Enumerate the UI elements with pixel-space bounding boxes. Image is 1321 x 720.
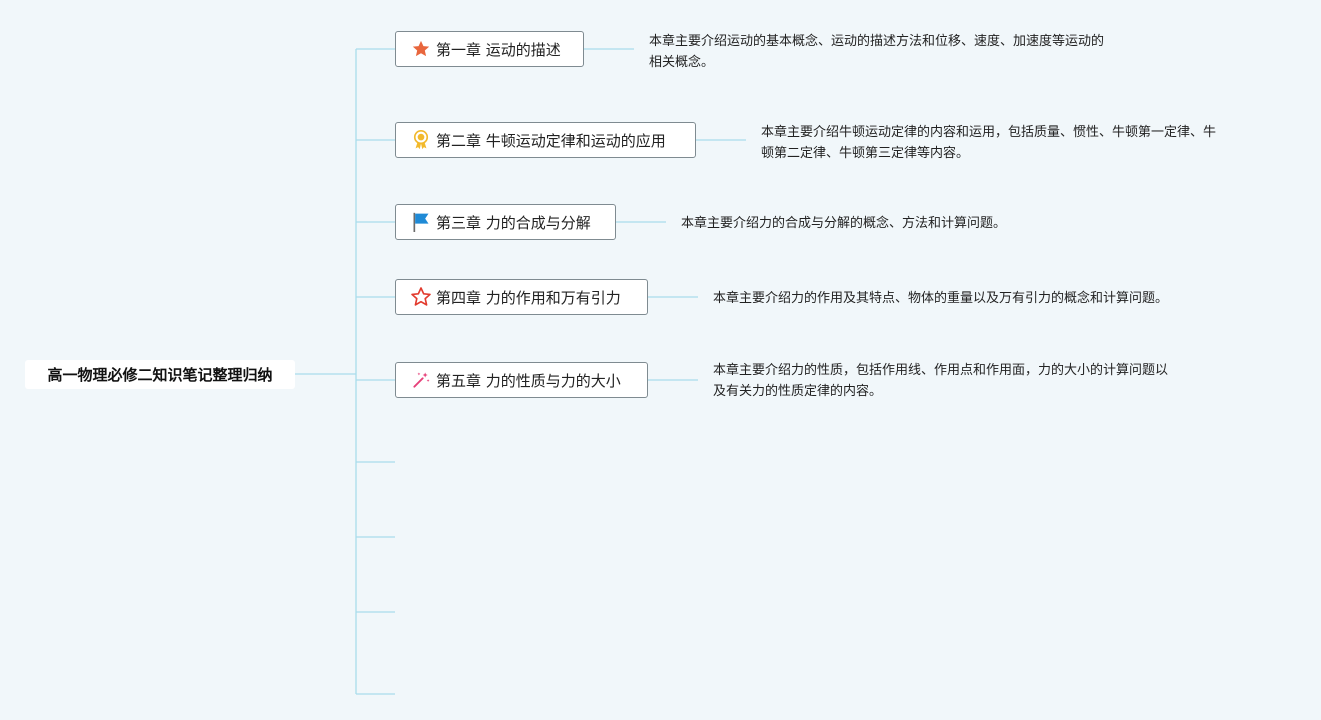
chapter-5-desc-line-1: 本章主要介绍力的性质，包括作用线、作用点和作用面，力的大小的计算问题以 — [713, 363, 1169, 378]
chapter-1-desc-line-1: 本章主要介绍运动的基本概念、运动的描述方法和位移、速度、加速度等运动的 — [649, 34, 1105, 49]
magic-wand-icon — [410, 369, 432, 391]
root-topic[interactable]: 高一物理必修二知识笔记整理归纳 — [25, 360, 295, 389]
medal-icon — [410, 129, 432, 151]
chapter-1-node[interactable]: 第一章 运动的描述 — [395, 31, 584, 67]
chapter-3-title: 第三章 力的合成与分解 — [436, 213, 591, 232]
chapter-1-title: 第一章 运动的描述 — [436, 40, 561, 59]
chapter-4-node[interactable]: 第四章 力的作用和万有引力 — [395, 279, 648, 315]
flag-icon — [410, 211, 432, 233]
chapter-1-desc-line-2: 相关概念。 — [649, 55, 715, 70]
chapter-3-desc-line-1: 本章主要介绍力的合成与分解的概念、方法和计算问题。 — [681, 216, 1007, 231]
chapter-5-description: 本章主要介绍力的性质，包括作用线、作用点和作用面，力的大小的计算问题以 及有关力… — [713, 360, 1168, 402]
chapter-5-node[interactable]: 第五章 力的性质与力的大小 — [395, 362, 648, 398]
root-title: 高一物理必修二知识笔记整理归纳 — [47, 366, 273, 384]
chapter-4-description: 本章主要介绍力的作用及其特点、物体的重量以及万有引力的概念和计算问题。 — [713, 288, 1168, 309]
chapter-5-desc-line-2: 及有关力的性质定律的内容。 — [713, 384, 883, 399]
chapter-3-node[interactable]: 第三章 力的合成与分解 — [395, 204, 616, 240]
chapter-3-description: 本章主要介绍力的合成与分解的概念、方法和计算问题。 — [681, 213, 1006, 234]
chapter-4-desc-line-1: 本章主要介绍力的作用及其特点、物体的重量以及万有引力的概念和计算问题。 — [713, 291, 1169, 306]
chapter-5-title: 第五章 力的性质与力的大小 — [436, 371, 621, 390]
star-outline-icon — [410, 286, 432, 308]
chapter-1-description: 本章主要介绍运动的基本概念、运动的描述方法和位移、速度、加速度等运动的 相关概念… — [649, 31, 1104, 73]
chapter-4-title: 第四章 力的作用和万有引力 — [436, 288, 621, 307]
star-filled-icon — [410, 38, 432, 60]
chapter-2-title: 第二章 牛顿运动定律和运动的应用 — [436, 131, 666, 150]
chapter-2-desc-line-2: 顿第二定律、牛顿第三定律等内容。 — [761, 146, 970, 161]
chapter-2-desc-line-1: 本章主要介绍牛顿运动定律的内容和运用，包括质量、惯性、牛顿第一定律、牛 — [761, 125, 1217, 140]
chapter-2-node[interactable]: 第二章 牛顿运动定律和运动的应用 — [395, 122, 696, 158]
chapter-2-description: 本章主要介绍牛顿运动定律的内容和运用，包括质量、惯性、牛顿第一定律、牛 顿第二定… — [761, 122, 1216, 164]
